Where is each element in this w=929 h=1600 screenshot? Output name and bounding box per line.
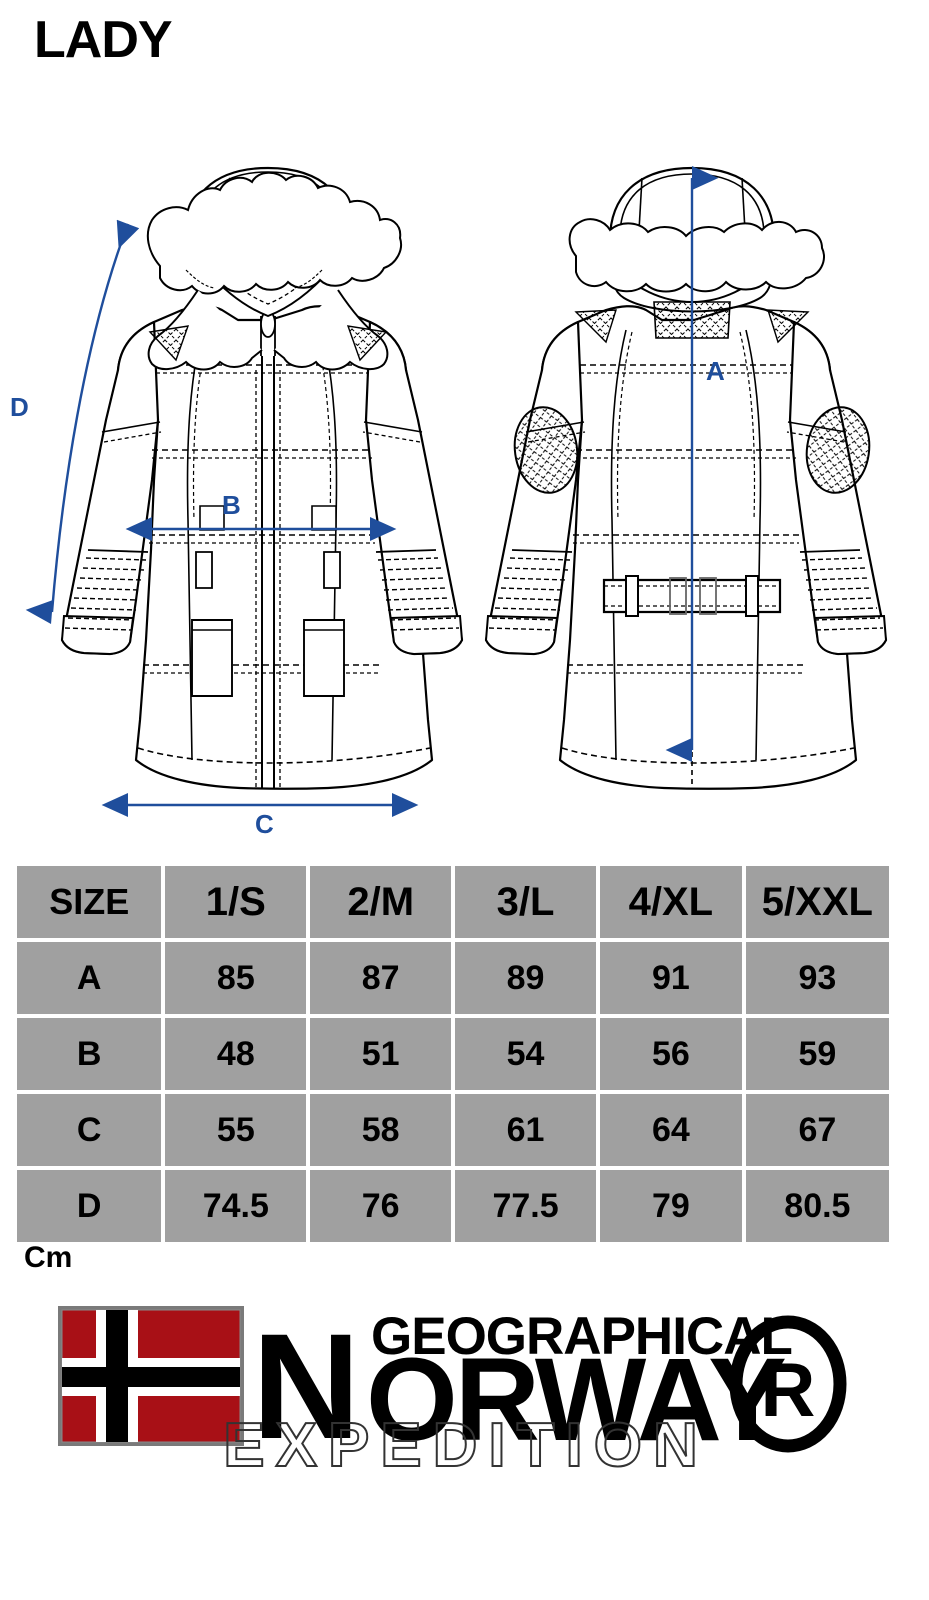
row-label-b: B <box>17 1018 162 1090</box>
measure-arrow-b: B <box>125 490 397 541</box>
cell-d-5: 80.5 <box>745 1170 889 1242</box>
row-label-d: D <box>17 1170 162 1242</box>
measure-arrow-a: A <box>665 166 725 762</box>
cell-c-2: 58 <box>310 1094 452 1166</box>
cell-b-2: 51 <box>310 1018 452 1090</box>
table-row: C 55 58 61 64 67 <box>17 1094 889 1166</box>
measure-label-c: C <box>255 809 274 839</box>
measure-arrow-c: C <box>101 793 419 839</box>
table-row: D 74.5 76 77.5 79 80.5 <box>17 1170 889 1242</box>
brand-logo: N GEOGRAPHICAL ORWAY R EXPEDITION <box>56 1288 876 1468</box>
jacket-front-view: B C D <box>10 166 464 839</box>
cell-a-4: 91 <box>599 942 742 1014</box>
cell-b-4: 56 <box>599 1018 742 1090</box>
cell-b-3: 54 <box>455 1018 596 1090</box>
logo-word-geographical: GEOGRAPHICAL <box>371 1307 792 1366</box>
table-corner-label: SIZE <box>17 866 162 938</box>
row-label-c: C <box>17 1094 162 1166</box>
table-header-size-3: 3/L <box>455 866 596 938</box>
cell-d-1: 74.5 <box>165 1170 307 1242</box>
cell-a-3: 89 <box>455 942 596 1014</box>
measure-label-d: D <box>10 392 29 422</box>
elbow-patch-left <box>513 406 579 494</box>
table-row: B 48 51 54 56 59 <box>17 1018 889 1090</box>
page-title: LADY <box>34 11 173 69</box>
jacket-back-view: A <box>484 166 888 790</box>
jacket-illustrations: B C D <box>0 120 929 850</box>
norway-flag-icon <box>58 1306 244 1446</box>
cell-a-1: 85 <box>165 942 307 1014</box>
table-row: A 85 87 89 91 93 <box>17 942 889 1014</box>
table-header-size-5: 5/XXL <box>745 866 889 938</box>
cell-c-3: 61 <box>455 1094 596 1166</box>
table-header-row: SIZE 1/S 2/M 3/L 4/XL 5/XXL <box>17 866 889 938</box>
cell-c-5: 67 <box>745 1094 889 1166</box>
cell-a-2: 87 <box>310 942 452 1014</box>
cell-d-2: 76 <box>310 1170 452 1242</box>
registered-trademark-icon: R <box>729 1315 847 1453</box>
measure-arrow-d: D <box>10 219 140 624</box>
cell-a-5: 93 <box>745 942 889 1014</box>
cell-c-4: 64 <box>599 1094 742 1166</box>
cell-c-1: 55 <box>165 1094 307 1166</box>
table-header-size-2: 2/M <box>310 866 452 938</box>
measure-label-a: A <box>706 356 725 386</box>
size-chart-table: SIZE 1/S 2/M 3/L 4/XL 5/XXL A 85 87 89 9… <box>13 862 893 1246</box>
logo-letter-n: N <box>252 1302 360 1468</box>
logo-word-norway: ORWAY <box>366 1334 785 1466</box>
table-header-size-1: 1/S <box>165 866 307 938</box>
cell-b-1: 48 <box>165 1018 307 1090</box>
unit-label: Cm <box>24 1241 73 1274</box>
elbow-patch-right <box>805 406 871 494</box>
cell-d-3: 77.5 <box>455 1170 596 1242</box>
cell-b-5: 59 <box>745 1018 889 1090</box>
row-label-a: A <box>17 942 162 1014</box>
cell-d-4: 79 <box>599 1170 742 1242</box>
table-header-size-4: 4/XL <box>599 866 742 938</box>
logo-tagline-expedition: EXPEDITION <box>223 1411 709 1468</box>
svg-text:R: R <box>761 1348 816 1433</box>
measure-label-b: B <box>222 490 241 520</box>
